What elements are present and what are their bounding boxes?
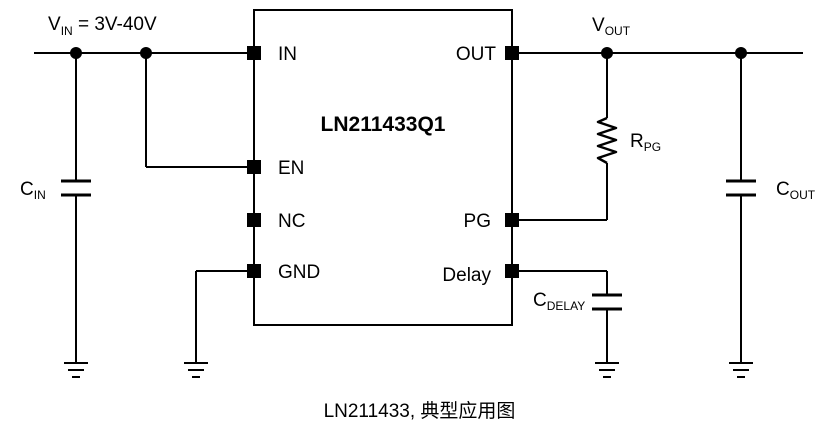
rpg-resistor	[596, 116, 618, 165]
junction-dot	[735, 47, 747, 59]
cdelay-label: CDELAY	[533, 290, 585, 313]
pin-label-pg: PG	[464, 211, 491, 232]
junction-dot	[601, 47, 613, 59]
rpg-label: RPG	[630, 131, 661, 154]
pin-en-square	[247, 160, 261, 174]
pin-pg-square	[505, 213, 519, 227]
pin-label-nc: NC	[278, 211, 305, 232]
chip-body	[253, 9, 513, 326]
vin-label: VIN = 3V-40V	[48, 14, 157, 38]
cout-label: COUT	[776, 179, 816, 202]
pin-out-square	[505, 46, 519, 60]
vout-label: VOUT	[592, 15, 631, 38]
pin-label-delay: Delay	[442, 265, 491, 286]
junction-dot	[140, 47, 152, 59]
pin-label-en: EN	[278, 158, 304, 179]
pin-nc-square	[247, 213, 261, 227]
ground-icon	[184, 362, 208, 378]
chip-name: LN211433Q1	[321, 113, 446, 136]
ground-icon	[64, 362, 88, 378]
pin-label-in: IN	[278, 44, 297, 65]
pin-label-out: OUT	[456, 44, 497, 65]
pin-label-gnd: GND	[278, 262, 320, 283]
diagram-caption: LN211433, 典型应用图	[323, 401, 516, 422]
pin-in-square	[247, 46, 261, 60]
ground-icon	[595, 362, 619, 378]
junction-dot	[70, 47, 82, 59]
pin-gnd-square	[247, 264, 261, 278]
pin-delay-square	[505, 264, 519, 278]
ground-icon	[729, 362, 753, 378]
cin-label: CIN	[20, 179, 46, 202]
